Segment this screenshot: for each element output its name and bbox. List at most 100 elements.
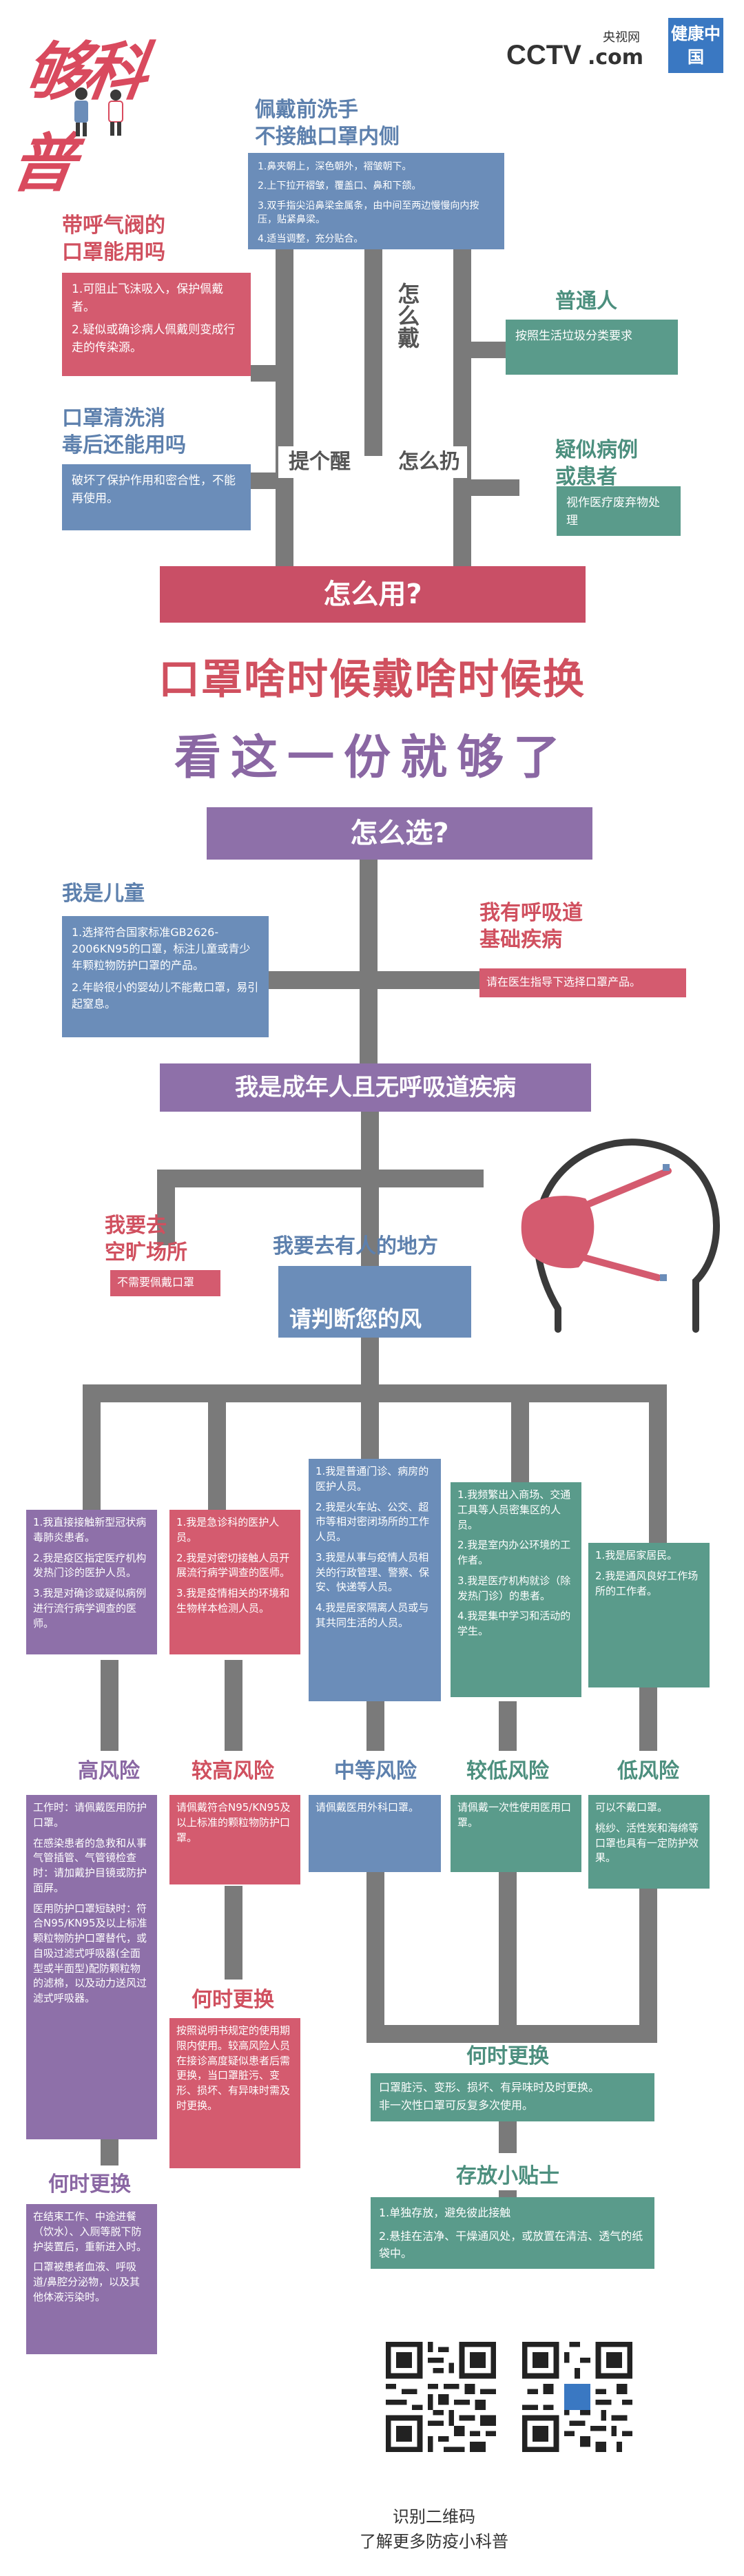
how-to-wear-label: 怎么戴: [390, 282, 424, 357]
level-item: 2.我是通风良好工作场所的工作者。: [595, 1569, 699, 1597]
suspected-title: 疑似病例 或患者: [555, 438, 638, 489]
connector: [360, 860, 378, 1063]
level-low-advice: 可以不戴口罩。 桃纱、活性炭和海绵等口罩也具有一定防护效果。: [588, 1795, 710, 1889]
connector: [639, 1889, 657, 2037]
child-item: 2.年龄很小的婴幼儿不能戴口罩，易引起窒息。: [72, 981, 259, 1010]
tip-label: 提个醒: [278, 446, 361, 478]
how-to-wear-label-text: 怎么戴: [394, 282, 421, 349]
child-title: 我是儿童: [62, 882, 145, 906]
ordinary-box: 按照生活垃圾分类要求: [506, 320, 678, 375]
connector: [366, 1701, 384, 1751]
valve-item: 1.可阻止飞沫吸入，保护佩戴者。: [72, 282, 224, 314]
level-item: 2.我是火车站、公交、超市等相对密闭场所的工作人员。: [316, 1500, 430, 1544]
how-to-wear-item: 1.鼻夹朝上，深色朝外，褶皱朝下。: [258, 161, 412, 172]
resp-box: 请在医生指导下选择口罩产品。: [479, 968, 686, 997]
crowded-box-text: 请判断您的风 险级别: [289, 1305, 422, 1363]
suspected-box: 视作医疗废弃物处理: [557, 486, 681, 536]
connector: [499, 2120, 517, 2153]
level-item: 3.我是从事与疫情人员相关的行政管理、警察、保安、快递等人员。: [316, 1550, 430, 1594]
how-to-wear-item: 4.适当调整，充分贴合。: [258, 233, 364, 245]
headline-1: 口罩啥时候戴啥时候换: [158, 656, 586, 704]
how-to-wear-title: 佩戴前洗手 不接触口罩内侧: [255, 98, 400, 149]
health-china-logo: 健康中国: [668, 18, 723, 73]
valve-box: 1.可阻止飞沫吸入，保护佩戴者。 2.疑似或确诊病人佩戴则变成行走的传染源。: [62, 273, 251, 376]
storage-item: 1.单独存放，避免彼此接触: [379, 2206, 511, 2219]
connector: [251, 365, 276, 382]
level-higher-when-box: 按照说明书规定的使用期限内使用。较高风险人员在接诊高度疑似患者后需更换，当口罩脏…: [169, 2018, 300, 2168]
level-lower-advice: 请佩戴一次性使用医用口罩。: [451, 1795, 581, 1872]
open-place-box: 不需要佩戴口罩: [110, 1270, 220, 1296]
ordinary-title: 普通人: [555, 289, 617, 313]
crowded-title: 我要去有人的地方: [273, 1234, 438, 1258]
level-high-when-title: 何时更换: [48, 2172, 131, 2196]
advice-item: 工作时：请佩戴医用防护口罩。: [33, 1801, 147, 1829]
how-to-wear-item: 3.双手指尖沿鼻梁金属条，由中间至两边慢慢向内按压，贴紧鼻梁。: [258, 200, 479, 225]
how-choose-text: 怎么选?: [350, 818, 449, 849]
resp-text: 请在医生指导下选择口罩产品。: [486, 975, 641, 988]
replace-item: 口罩脏污、变形、损坏、有异味时及时更换。: [379, 2081, 600, 2094]
mask-head-illustration-icon: [521, 1139, 721, 1333]
connector: [225, 1660, 242, 1751]
logo: 够科普: [7, 21, 192, 200]
connector: [453, 249, 471, 566]
storage-item: 2.悬挂在洁净、干燥通风处，或放置在清洁、透气的纸袋中。: [379, 2229, 643, 2261]
connector: [83, 1384, 101, 1522]
level-item: 1.我是居家居民。: [595, 1549, 678, 1561]
connector: [639, 1687, 657, 1751]
child-box: 1.选择符合国家标准GB2626-2006KN95的口罩，标注儿童或青少年颗粒物…: [62, 916, 269, 1037]
connector: [366, 1872, 384, 2037]
connector: [101, 2135, 118, 2165]
level-low-box: 1.我是居家居民。 2.我是通风良好工作场所的工作者。: [588, 1543, 710, 1687]
level-item: 1.我是普通门诊、病房的医护人员。: [316, 1465, 429, 1493]
adult-text: 我是成年人且无呼吸道疾病: [235, 1074, 516, 1101]
connector: [471, 479, 519, 496]
resp-title: 我有呼吸道 基础疾病: [479, 901, 583, 952]
health-china-text: 健康中国: [671, 24, 721, 67]
connector: [366, 2025, 657, 2043]
adult-banner: 我是成年人且无呼吸道疾病: [160, 1063, 591, 1112]
level-item: 3.我是疫情相关的环境和生物样本检测人员。: [176, 1587, 290, 1614]
advice-item: 在感染患者的急救和从事气管插管、气管镜检查时：请加戴护目镜或防护面屏。: [33, 1836, 147, 1894]
connector: [499, 1701, 517, 1751]
level-item: 4.我是居家隔离人员或与其共同生活的人员。: [316, 1601, 429, 1629]
valve-item: 2.疑似或确诊病人佩戴则变成行走的传染源。: [72, 323, 236, 355]
connector: [361, 1384, 379, 1462]
level-item: 2.我是对密切接触人员开展流行病学调查的医师。: [176, 1551, 291, 1579]
level-lower-box: 1.我频繁出入商场、交通工具等人员密集区的人员。 2.我是室内办公环境的工作者。…: [451, 1482, 581, 1697]
ordinary-text: 按照生活垃圾分类要求: [515, 329, 632, 343]
level-item: 4.我是集中学习和活动的学生。: [457, 1610, 571, 1637]
replace-item: 非一次性口罩可反复多次使用。: [379, 2098, 534, 2112]
connector: [364, 249, 382, 456]
valve-title: 带呼气阀的 口罩能用吗: [62, 214, 165, 264]
level-item: 1.我直接接触新型冠状病毒肺炎患者。: [33, 1516, 147, 1544]
connector: [499, 1872, 517, 2025]
level-lower-name: 较低风险: [466, 1759, 549, 1783]
advice-item: 请佩戴符合N95/KN95及以上标准的颗粒物防护口罩。: [176, 1801, 291, 1844]
connector: [225, 1886, 242, 1980]
level-high-box: 1.我直接接触新型冠状病毒肺炎患者。 2.我是疫区指定医疗机构发热门诊的医护人员…: [26, 1510, 157, 1654]
cctv-logo: CCTV .com 央视网: [506, 26, 658, 81]
footer-line-1: 识别二维码: [393, 2507, 475, 2526]
advice-item: 可以不戴口罩。: [595, 1801, 668, 1814]
headline-2: 看这一份就够了: [174, 731, 570, 785]
level-higher-advice: 请佩戴符合N95/KN95及以上标准的颗粒物防护口罩。: [169, 1795, 300, 1884]
qr-code-icon[interactable]: [386, 2342, 496, 2452]
level-medium-box: 1.我是普通门诊、病房的医护人员。 2.我是火车站、公交、超市等相对密闭场所的工…: [309, 1459, 441, 1701]
level-higher-name: 较高风险: [192, 1759, 274, 1783]
wash-title: 口罩清洗消 毒后还能用吗: [62, 406, 186, 457]
replace-shared-box: 口罩脏污、变形、损坏、有异味时及时更换。 非一次性口罩可反复多次使用。: [371, 2073, 654, 2121]
qr-code-icon[interactable]: [522, 2342, 632, 2452]
when-item: 按照说明书规定的使用期限内使用。较高风险人员在接诊高度疑似患者后需更换，当口罩脏…: [176, 2024, 291, 2112]
replace-shared-title: 何时更换: [466, 2044, 549, 2068]
level-high-name: 高风险: [78, 1759, 140, 1783]
advice-item: 医用防护口罩短缺时：符合N95/KN95及以上标准颗粒物防护口罩替代，或自吸过滤…: [33, 1902, 147, 2005]
storage-box: 1.单独存放，避免彼此接触 2.悬挂在洁净、干燥通风处，或放置在清洁、透气的纸袋…: [371, 2197, 654, 2269]
when-item: 口罩被患者血液、呼吸道/鼻腔分泌物，以及其他体液污染时。: [33, 2261, 141, 2303]
level-item: 3.我是医疗机构就诊（除发热门诊）的患者。: [457, 1574, 571, 1602]
level-high-when-box: 在结束工作、中途进餐（饮水）、入厕等脱下防护装置后，重新进入时。 口罩被患者血液…: [26, 2204, 157, 2354]
wash-text: 破坏了保护作用和密合性，不能再使用。: [72, 474, 236, 506]
connector: [208, 1384, 226, 1522]
cctv-cn-text: 央视网: [603, 30, 640, 45]
how-to-wear-item: 2.上下拉开褶皱，覆盖口、鼻和下颌。: [258, 180, 422, 192]
level-item: 1.我是急诊科的医护人员。: [176, 1516, 280, 1544]
